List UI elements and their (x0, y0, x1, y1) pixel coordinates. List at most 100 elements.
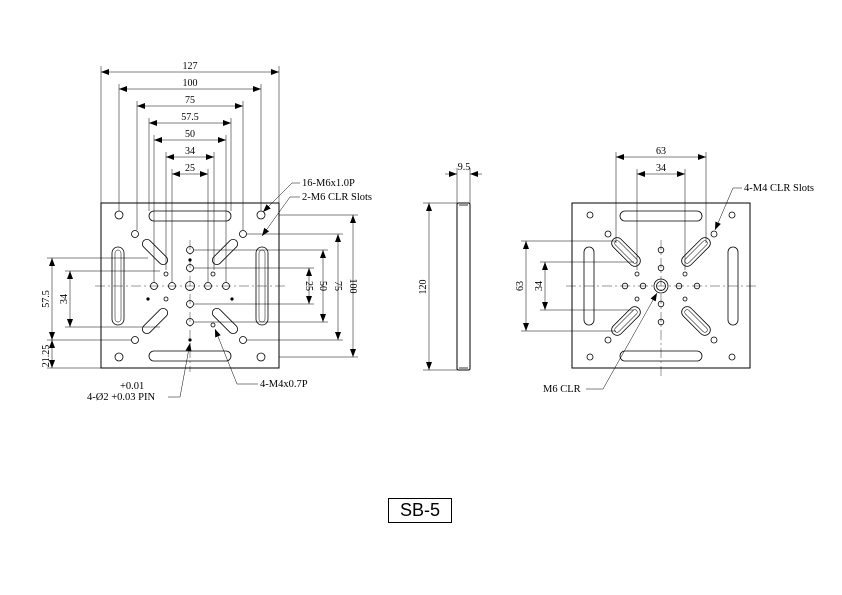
slot-left (111, 246, 125, 326)
hole-small (210, 271, 216, 277)
leader (168, 342, 192, 398)
hole (114, 352, 124, 362)
hole (186, 246, 194, 254)
diag-slot (211, 238, 239, 266)
center-hole (653, 278, 669, 294)
hole-small (682, 271, 688, 277)
front-inner-holes (146, 246, 234, 342)
front-right-dim-labels: 25 50 75 100 (303, 279, 358, 294)
front-notes: 16-M6x1.0P 2-M6 CLR Slots 4-M4x0.7P +0.0… (87, 178, 372, 403)
hole (586, 353, 594, 361)
model-label: SB-5 (388, 498, 452, 523)
note-back-slots: 4-M4 CLR Slots (744, 183, 814, 194)
front-leaders (168, 182, 300, 398)
hole (239, 336, 247, 344)
hole (657, 246, 665, 254)
leader (261, 196, 300, 237)
leader (214, 328, 258, 385)
dim-label: 34 (59, 294, 70, 304)
diag-slot-inner (614, 309, 638, 333)
hole (222, 282, 230, 290)
hole (621, 282, 629, 290)
hole (114, 210, 124, 220)
hole (675, 282, 683, 290)
back-dims (521, 152, 707, 332)
dim-label: 50 (317, 281, 328, 291)
pin-hole (230, 297, 234, 301)
hole (710, 230, 718, 238)
dim-label: 34 (656, 163, 666, 174)
hole (657, 318, 665, 326)
front-left-dim-labels: 57.5 34 21.25 (41, 290, 70, 367)
side-view: 9.5 120 (418, 162, 482, 371)
hole-small (210, 322, 216, 328)
thickness-label: 9.5 (458, 162, 471, 173)
back-leaders (586, 187, 742, 390)
front-top-dim-labels: 127 100 75 57.5 50 34 25 (181, 61, 199, 174)
back-notes: 4-M4 CLR Slots M6 CLR (543, 183, 814, 395)
hole-small (682, 296, 688, 302)
front-right-dims (194, 214, 358, 358)
note-pin: 4-Ø2 +0.03 PIN (87, 392, 155, 403)
diag-slot (141, 238, 169, 266)
dim-label: 34 (534, 281, 545, 291)
dim-label: 57.5 (181, 112, 199, 123)
hole (639, 282, 647, 290)
back-diagonal-slots (611, 237, 711, 336)
back-dim-labels: 63 34 63 34 (515, 146, 666, 291)
front-diagonal-slots (141, 238, 239, 335)
dim-label: 75 (332, 281, 343, 291)
dim-label: 57.5 (41, 290, 52, 308)
slot-top (148, 210, 232, 222)
hole (150, 282, 158, 290)
slot-top (619, 210, 703, 222)
hole (186, 264, 194, 272)
dim-label: 21.25 (41, 345, 52, 368)
note-center-hole: M6 CLR (543, 384, 581, 395)
hole (168, 282, 176, 290)
hole (256, 210, 266, 220)
leader (262, 182, 300, 213)
hole (239, 230, 247, 238)
diag-slot (211, 307, 239, 335)
hole (185, 281, 195, 291)
back-inner-holes (621, 246, 701, 326)
hole-small (634, 296, 640, 302)
hole (131, 336, 139, 344)
pin-hole (188, 338, 192, 342)
note-tapped-main: 16-M6x1.0P (302, 178, 355, 189)
hole (728, 353, 736, 361)
dim-label: 63 (656, 146, 666, 157)
hole-small (163, 296, 169, 302)
hole (604, 336, 612, 344)
hole (131, 230, 139, 238)
hole (256, 352, 266, 362)
dim-label: 63 (515, 281, 526, 291)
slot-left-inner (114, 249, 122, 323)
back-view: 63 34 63 34 4-M4 CLR Slots M6 CLR (515, 146, 814, 395)
diag-slot-inner (614, 240, 638, 264)
side-plate (456, 202, 471, 371)
back-corner-holes (586, 211, 736, 361)
hole (186, 318, 194, 326)
pin-hole (146, 297, 150, 301)
dim-label: 50 (185, 129, 195, 140)
front-left-dims (47, 257, 160, 369)
front-view: 127 100 75 57.5 50 34 25 25 50 75 (41, 61, 372, 403)
diag-slot (611, 306, 641, 336)
hole (186, 300, 194, 308)
hole (710, 336, 718, 344)
hole (657, 300, 665, 308)
slot-right (727, 246, 739, 326)
hole (204, 282, 212, 290)
diag-slot (141, 307, 169, 335)
hole-small (634, 271, 640, 277)
note-slots: 2-M6 CLR Slots (302, 192, 372, 203)
leader (586, 292, 658, 390)
diag-slot (681, 237, 711, 267)
dim-label: 100 (183, 78, 198, 89)
hole (693, 282, 701, 290)
slot-right (255, 246, 269, 326)
note-tapped-small: 4-M4x0.7P (260, 379, 308, 390)
